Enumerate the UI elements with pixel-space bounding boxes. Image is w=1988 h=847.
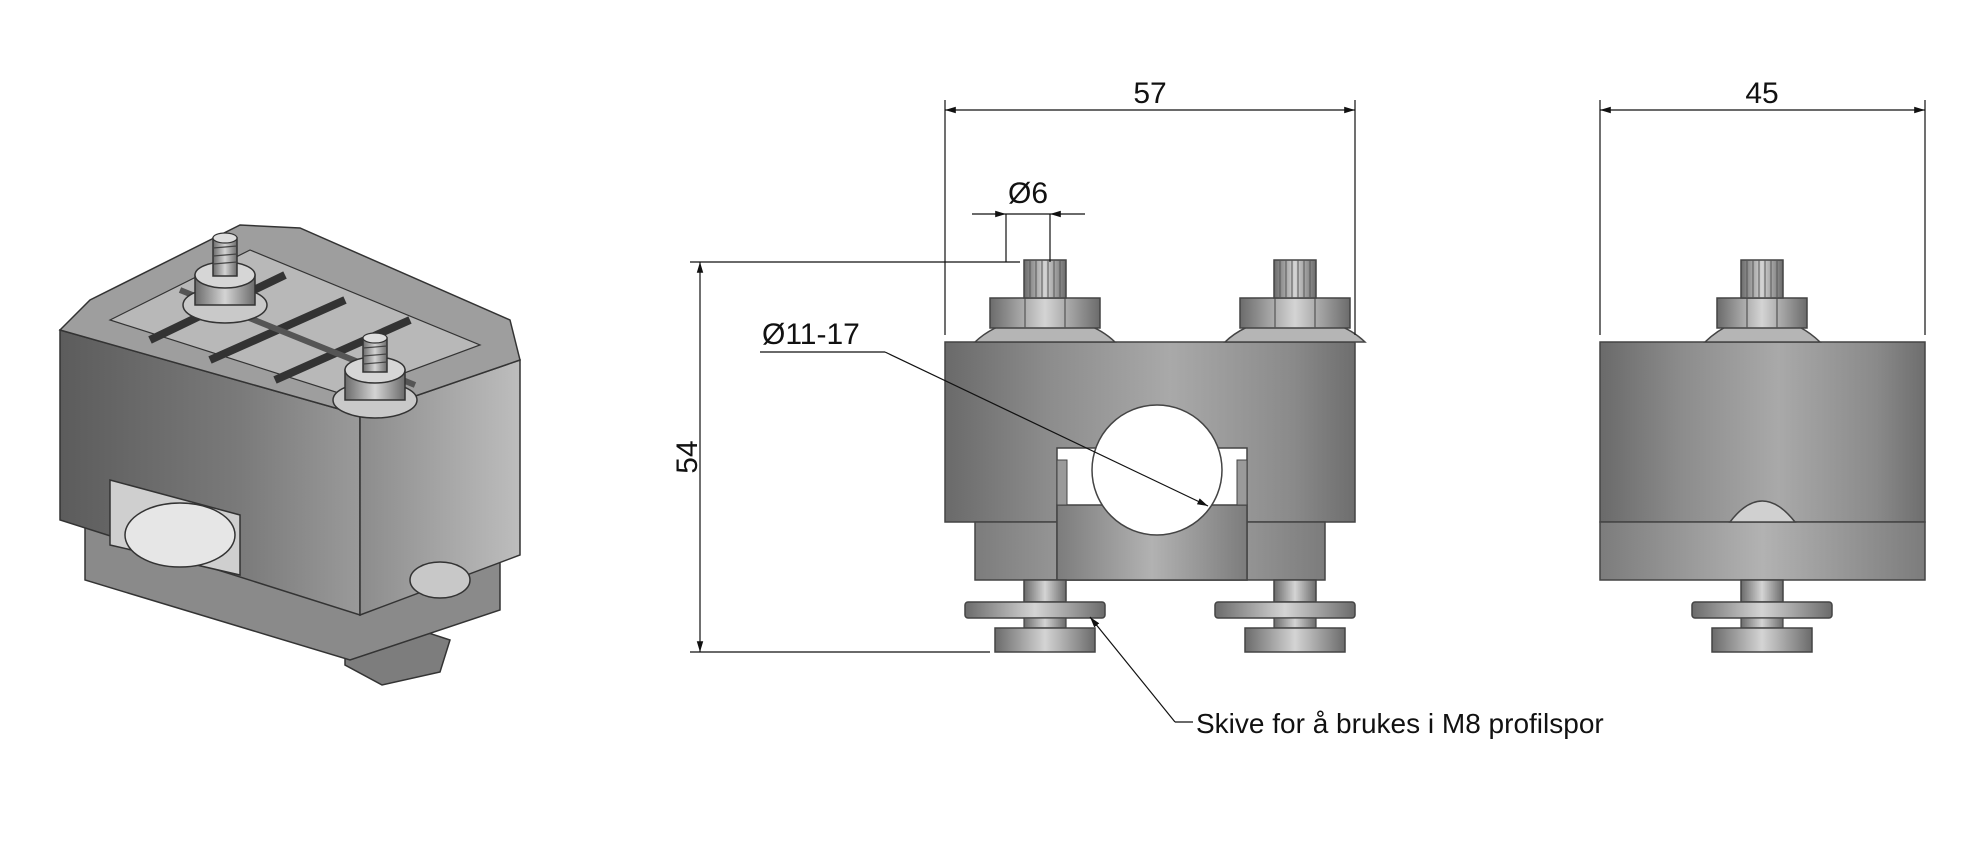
dimension-height: 54 xyxy=(671,261,1020,653)
bolt-diameter-label: Ø6 xyxy=(1008,177,1048,210)
washer-callout: Skive for å brukes i M8 profilspor xyxy=(1089,616,1604,739)
dimension-clamp-range: Ø11-17 xyxy=(760,318,1209,507)
isometric-view xyxy=(58,224,521,686)
dimension-bolt-diameter: Ø6 xyxy=(972,177,1085,262)
width-front-label: 57 xyxy=(1133,77,1166,110)
dimension-width-side: 45 xyxy=(1599,77,1926,335)
height-label: 54 xyxy=(671,440,704,473)
side-view xyxy=(1599,259,1926,653)
dimension-width-front: 57 xyxy=(944,77,1356,335)
clamp-range-label: Ø11-17 xyxy=(762,318,860,351)
washer-note: Skive for å brukes i M8 profilspor xyxy=(1196,708,1604,739)
front-view xyxy=(944,259,1367,653)
width-side-label: 45 xyxy=(1745,77,1778,110)
